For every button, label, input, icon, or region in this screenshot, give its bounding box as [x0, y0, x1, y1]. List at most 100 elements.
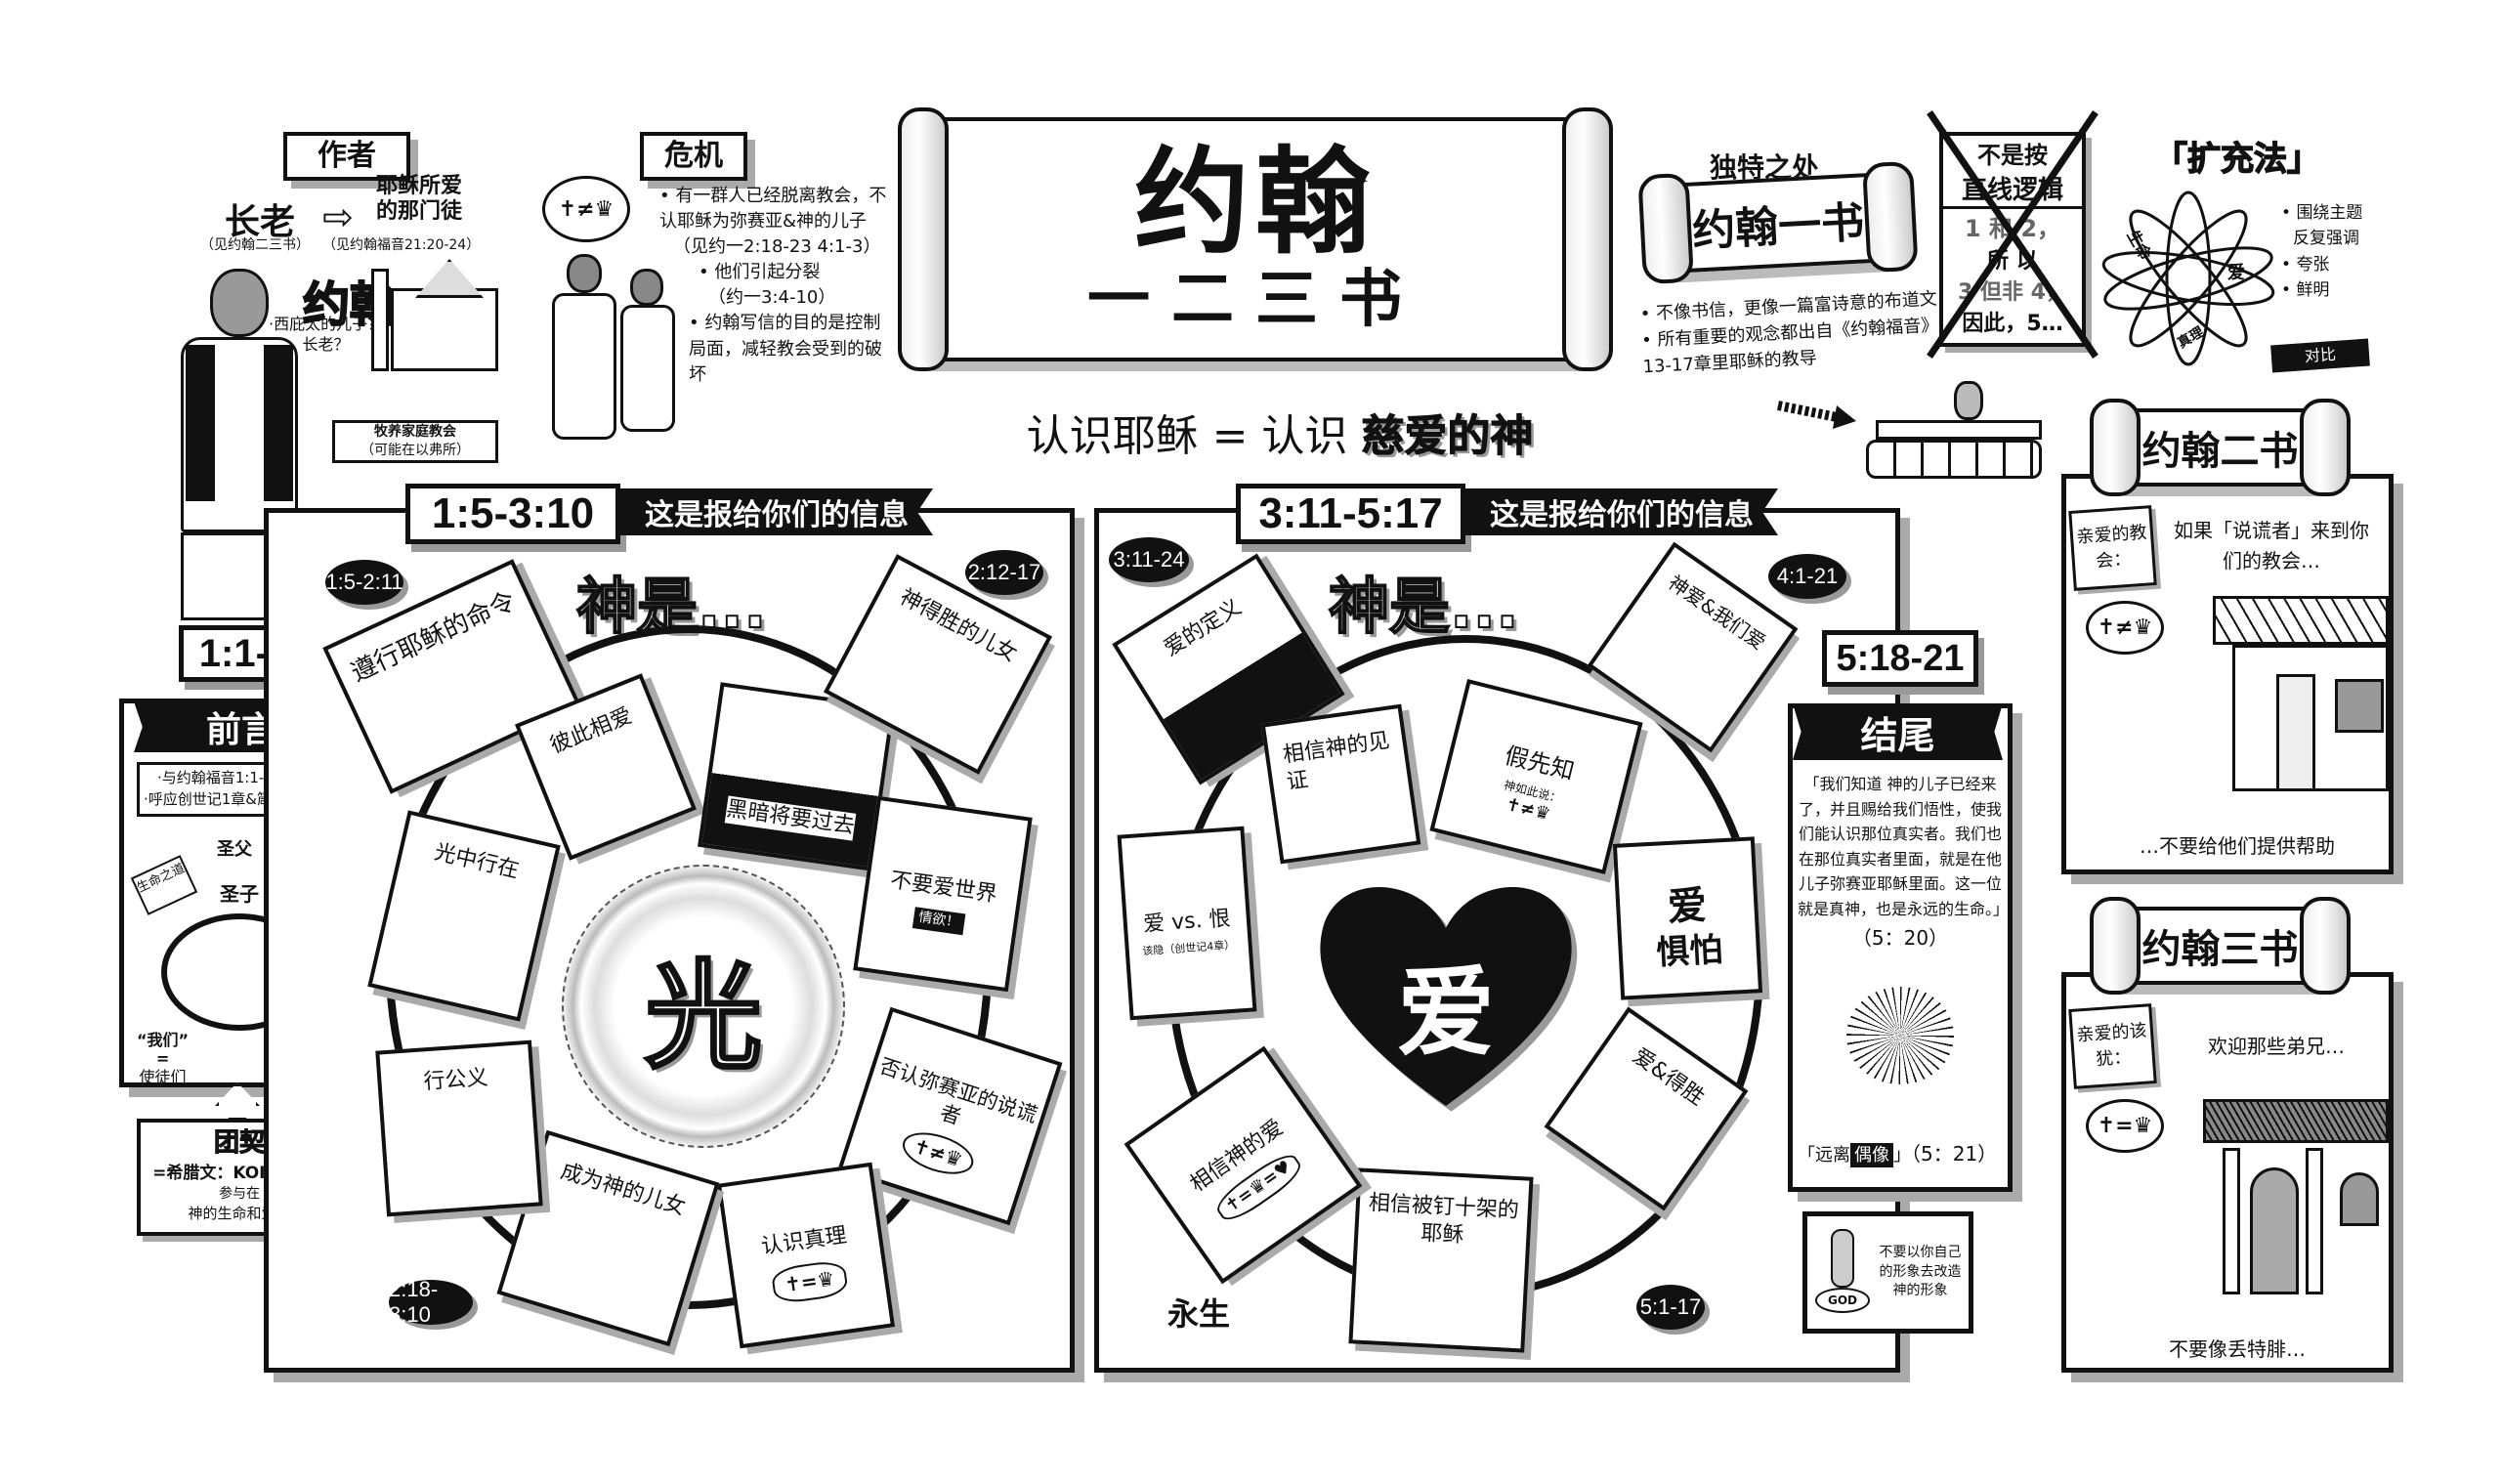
ellipse-label-love: 爱 — [2227, 263, 2245, 283]
crossed-title-1: 不是按 — [1977, 142, 2048, 169]
section2-ref: 3:11-5:17 — [1236, 484, 1465, 544]
light-center-text: 光 — [644, 949, 764, 1087]
theme-prefix: 认识耶稣 = 认识 — [1026, 411, 1348, 461]
john2-house — [2213, 596, 2389, 791]
author-to-line2: 的那门徒 — [376, 199, 463, 225]
house-church-box: 牧养家庭教会 （可能在以弗所） — [332, 420, 498, 463]
s1-card-do-righteousness: 行公义 — [375, 1039, 543, 1217]
city-buildings — [371, 249, 518, 371]
linear-logic-crossed-box: 不是按 直线逻辑 1 和 2， 所 以 3 但非 4， 因此，5… — [1927, 110, 2098, 359]
section2-subref-2: 4:1-21 — [1768, 554, 1846, 599]
s2-cain-note: 该隐（创世记4章） — [1141, 938, 1236, 958]
arrow-to-supper-icon — [1777, 401, 1856, 429]
house-church-line2: （可能在以弗所） — [360, 442, 470, 458]
theme-emphasis: 慈爱的神 — [1361, 411, 1534, 462]
we-text: “我们” — [137, 1031, 190, 1049]
john2-address: 亲爱的教会： — [2068, 505, 2157, 591]
author-questions: ·西庇太的儿子？ 长老？ — [269, 315, 383, 356]
conclusion-ref: 5:18-21 — [1822, 630, 1978, 687]
s1-truth-thought: ✝=♛ — [770, 1258, 849, 1306]
john2-scroll: 约翰二书 — [2090, 399, 2351, 496]
conclusion-quote: 「我们知道 神的儿子已经来了，并且赐给我们悟性，使我们能认识那位真实者。我们也在… — [1798, 772, 2009, 954]
unique-scroll-title: 约翰一书 — [1691, 197, 1866, 257]
fellowship-line1: 参与在 — [219, 1186, 260, 1202]
author-question-1: ·西庇太的儿子？ — [269, 315, 384, 333]
crisis-bullet-2: • 他们引起分裂 — [699, 262, 821, 283]
expansion-bullet-1: • 围绕主题 — [2281, 203, 2363, 223]
expansion-bullets: • 围绕主题 反复强调 • 夸张 • 鲜明 — [2281, 200, 2362, 303]
light-burst: 光 — [562, 865, 845, 1148]
main-subtitle: 一二三书 — [1087, 263, 1423, 336]
s1-card-world-text: 不要爱世界 — [888, 868, 999, 908]
john2-text: 如果「说谎者」来到你们的教会… — [2174, 519, 2369, 572]
author-to-line1: 耶稣所爱 — [376, 174, 463, 198]
idols-line: 「远离偶像」（5：21） — [1798, 1138, 2003, 1167]
section1-subref-1: 1:5-2:11 — [325, 560, 403, 605]
crisis-bullets: • 有一群人已经脱离教会，不认耶稣为弥赛亚&神的儿子 （见约一2:18-23 4… — [659, 184, 894, 388]
conclusion-quote-ref: （5：20） — [1851, 925, 1949, 950]
conclusion-quote-text: 「我们知道 神的儿子已经来了，并且赐给我们悟性，使我们能认识那位真实者。我们也在… — [1798, 775, 2010, 918]
we-eq: = — [155, 1049, 170, 1069]
s2-love-hate-text: 爱 vs. 恨 — [1142, 907, 1232, 938]
john3-text: 欢迎那些弟兄… — [2208, 1035, 2345, 1058]
crisis-speech-bubble: ✝≠♛ — [542, 176, 630, 242]
s1-card-truth-text: 认识真理 — [759, 1222, 849, 1259]
cross-out-x-icon — [1927, 110, 2098, 359]
idols-prefix: 「远离 — [1798, 1145, 1850, 1166]
section2-ribbon: 这是报给你们的信息 — [1465, 488, 1778, 535]
s2-card-love-vs-hate: 爱 vs. 恨 该隐（创世记4章） — [1117, 826, 1257, 1021]
expansion-bullet-1b: 反复强调 — [2293, 229, 2359, 249]
crisis-bullet-1: • 有一群人已经脱离教会，不认耶稣为弥赛亚&神的儿子 — [659, 186, 887, 233]
john3-caption: 不要像丢特腓… — [2169, 1337, 2306, 1361]
idols-suffix: 」 — [1893, 1145, 1911, 1166]
s2-card-believe-crucified: 相信被钉十架的耶稣 — [1348, 1167, 1534, 1353]
god-statue-label: GOD — [1815, 1287, 1870, 1313]
theme-line: 认识耶稣 = 认识 慈爱的神 — [957, 401, 1602, 463]
section2-subref-3: 5:1-17 — [1636, 1285, 1705, 1330]
we-label: “我们” = 使徒们 — [137, 1031, 189, 1087]
unique-bullets: • 不像书信，更像一篇富诗意的布道文 • 所有重要的观念都出自《约翰福音》13-… — [1639, 285, 1956, 381]
john-elder-figure — [171, 269, 308, 620]
john3-house — [2203, 1099, 2389, 1304]
idol-note: 不要以你自己的形象去改造神的形象 — [1879, 1245, 1962, 1299]
john3-address: 亲爱的该犹： — [2068, 1003, 2157, 1089]
love-center-text: 爱 — [1397, 955, 1495, 1070]
s1-card-do-not-love-world: 不要爱世界 情欲！ — [853, 795, 1033, 993]
conclusion-title: 结尾 — [1793, 703, 2003, 760]
section1-ribbon: 这是报给你们的信息 — [620, 488, 933, 535]
s2-love-word: 爱 — [1666, 882, 1709, 930]
section1-subref-3: 2:18-3:10 — [389, 1277, 473, 1327]
radiant-jesus — [1846, 987, 1954, 1084]
fellowship-title: 团契 — [213, 1128, 265, 1159]
crisis-label: 危机 — [664, 139, 723, 173]
main-title: 约翰 — [1133, 134, 1377, 270]
john3-speech: ✝=♛ — [2086, 1099, 2164, 1153]
son-text: 圣子 — [220, 882, 259, 906]
crossed-line-4: 因此，5… — [1962, 312, 2063, 336]
author-from: 长老 — [225, 202, 296, 242]
author-to-ref: （见约翰福音21:20-24） — [322, 237, 481, 253]
expansion-bullet-3: • 鲜明 — [2281, 280, 2330, 301]
expansion-bullet-2: • 夸张 — [2281, 254, 2330, 275]
title-scroll: 约翰 一二三书 — [898, 107, 1613, 371]
section1-ref: 1:5-3:10 — [405, 484, 620, 544]
author-banner: 作者 — [283, 132, 410, 181]
crisis-bullet-3: • 约翰写信的目的是控制局面，减轻教会受到的破坏 — [689, 313, 882, 385]
crisis-bullet-2-ref: （约一3:4-10） — [708, 287, 836, 309]
idol-box: GOD 不要以你自己的形象去改造神的形象 — [1802, 1211, 1973, 1334]
father-label: 圣父 — [217, 839, 252, 860]
s1-card-liars-text: 否认弥赛亚的说谎者 — [876, 1053, 1040, 1129]
author-question-2: 长老？ — [302, 334, 350, 354]
expansion-ellipses-diagram — [2101, 191, 2275, 366]
last-supper-illustration — [1856, 381, 2052, 479]
expansion-highlight: 对比 — [2270, 338, 2370, 373]
john2-speech: ✝≠♛ — [2086, 601, 2164, 655]
author-label: 作者 — [318, 139, 376, 173]
section1-subref-2: 2:12-17 — [965, 550, 1043, 595]
eternal-life-label: 永生 — [1167, 1295, 1231, 1333]
crisis-bullet-1-ref: （见约一2:18-23 4:1-3） — [673, 236, 881, 258]
author-from-ref: （见约翰二三书） — [200, 237, 310, 253]
we-def: 使徒们 — [139, 1068, 187, 1087]
idols-highlight: 偶像 — [1850, 1143, 1893, 1167]
arrow-right-icon: ⇨ — [322, 195, 354, 238]
